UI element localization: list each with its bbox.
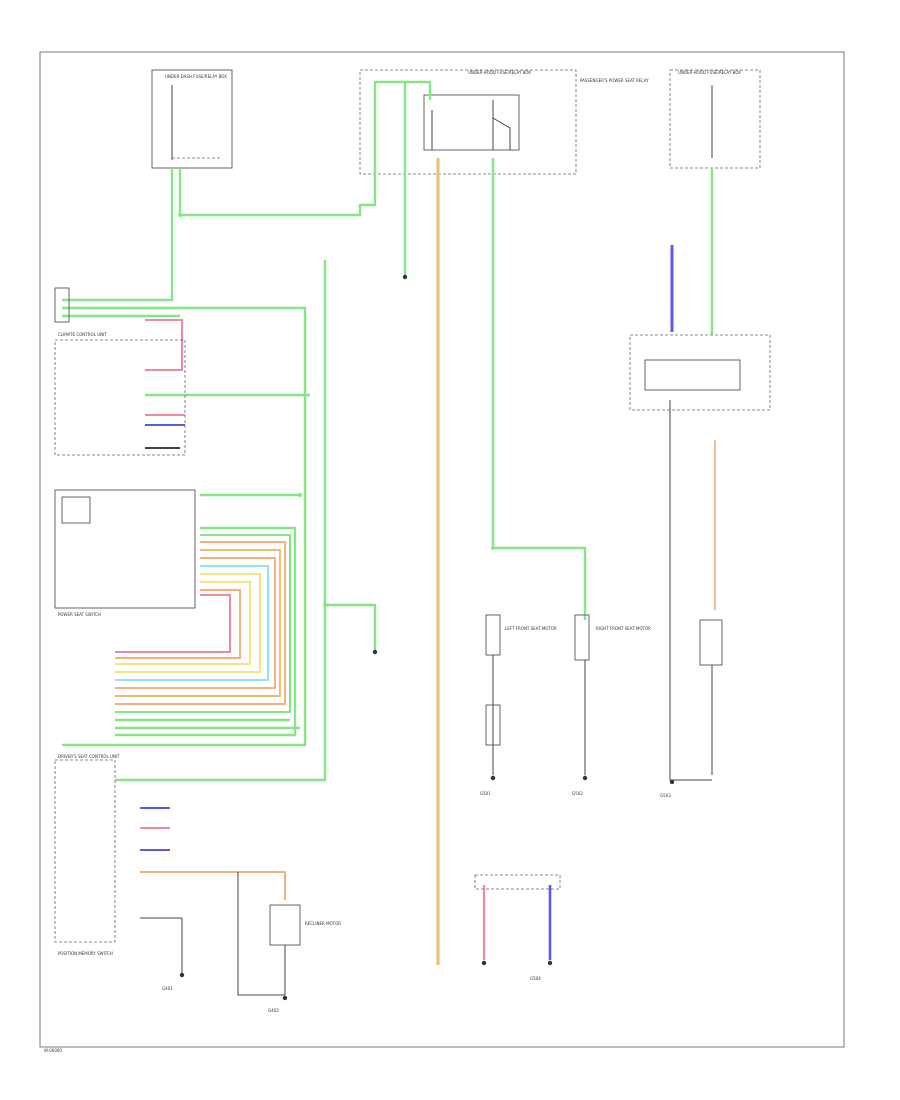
ground-g502: G502 <box>572 775 588 796</box>
climate-unit-label: CLIMATE CONTROL UNIT <box>58 332 107 337</box>
ground-g501: G501 <box>480 775 496 796</box>
ground-g503: G503 <box>660 779 675 798</box>
ground-g401: G401 <box>162 972 185 991</box>
passenger-switch-box <box>629 334 771 411</box>
position-memory-label: POSITION MEMORY SWITCH <box>58 951 113 956</box>
bottom-connector-box <box>474 874 561 890</box>
diagram-frame <box>39 51 845 1048</box>
svg-text:G502: G502 <box>572 791 583 796</box>
motor-passenger-recline <box>669 400 723 781</box>
driver-unit-stubs <box>140 807 286 900</box>
connector-c1 <box>54 287 70 323</box>
recliner-motor: RECLINER MOTOR <box>237 872 341 996</box>
green-wires-top <box>62 80 714 782</box>
fuse-box-left: UNDER-DASH FUSE/RELAY BOX <box>151 69 233 169</box>
svg-text:G503: G503 <box>660 793 671 798</box>
fuse-box-mid-label: UNDER-HOOD FUSE/RELAY BOX <box>468 70 531 75</box>
svg-text:G504: G504 <box>530 976 541 981</box>
driver-seat-control-unit: DRIVER'S SEAT CONTROL UNIT POSITION MEMO… <box>54 754 120 956</box>
fuse-box-right: UNDER-HOOD FUSE/RELAY BOX <box>669 69 761 169</box>
climate-stubs <box>145 414 185 449</box>
pink-wire-recline <box>115 594 231 653</box>
motor-right-label: RIGHT FRONT SEAT MOTOR <box>596 626 651 631</box>
svg-text:G401: G401 <box>162 986 173 991</box>
pink-wire-climate <box>145 319 183 371</box>
climate-control-unit: CLIMATE CONTROL UNIT <box>54 332 186 456</box>
ground-g504: G504 <box>372 274 553 981</box>
page-id: W-00000 <box>44 1048 62 1053</box>
motor-left-label: LEFT FRONT SEAT MOTOR <box>505 626 557 631</box>
color-bundle <box>115 534 291 713</box>
motor-right-front: RIGHT FRONT SEAT MOTOR <box>574 614 651 775</box>
recliner-label: RECLINER MOTOR <box>305 921 341 926</box>
grounds: G401 G402 G501 G502 G503 G504 <box>162 274 675 1013</box>
power-seat-switch: POWER SEAT SWITCH <box>54 489 196 617</box>
fuse-box-mid: UNDER-HOOD FUSE/RELAY BOX PASSENGER'S PO… <box>359 69 649 175</box>
driver-unit-label: DRIVER'S SEAT CONTROL UNIT <box>58 754 120 759</box>
passenger-relay-label: PASSENGER'S POWER SEAT RELAY <box>580 78 649 83</box>
svg-text:G501: G501 <box>480 791 491 796</box>
ground-g402: G402 <box>268 995 288 1013</box>
svg-text:G402: G402 <box>268 1008 279 1013</box>
fuse-box-left-label: UNDER-DASH FUSE/RELAY BOX <box>165 74 227 79</box>
splice-points <box>178 213 495 607</box>
fuse-box-right-label: UNDER-HOOD FUSE/RELAY BOX <box>678 70 741 75</box>
power-seat-switch-label: POWER SEAT SWITCH <box>58 612 101 617</box>
motor-left-front: LEFT FRONT SEAT MOTOR <box>485 614 557 775</box>
